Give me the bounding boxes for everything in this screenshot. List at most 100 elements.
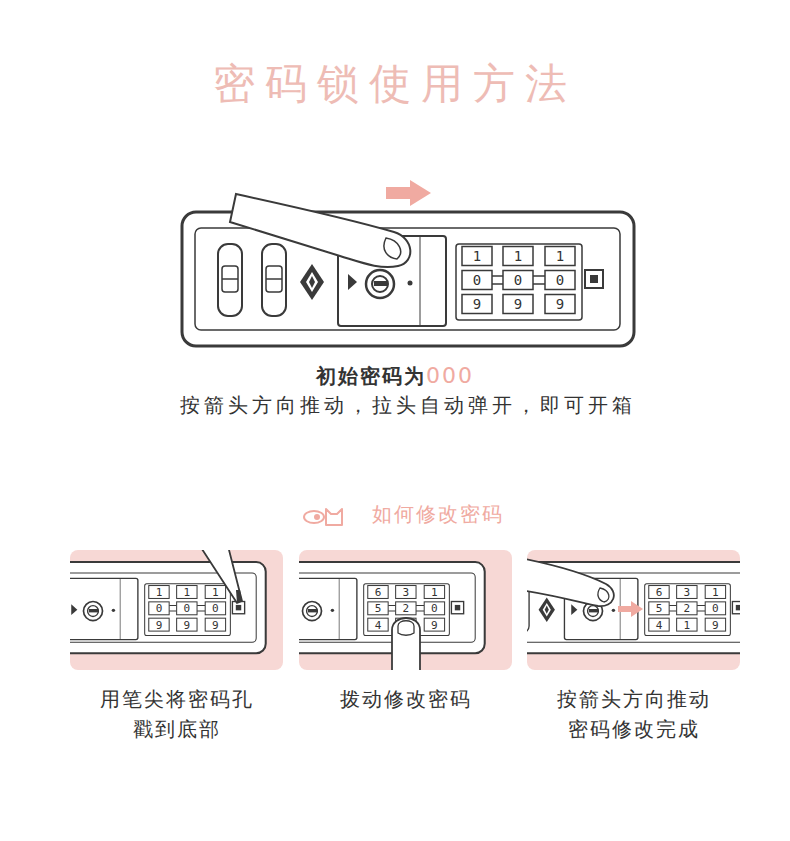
- dial-window: [705, 602, 725, 615]
- push-arrow: [386, 187, 412, 199]
- dial-digit: 1: [514, 249, 522, 263]
- dial-link: [669, 611, 676, 612]
- logo-inner: [543, 603, 551, 617]
- dial-window: [677, 586, 697, 599]
- indicator-dot: [408, 281, 413, 286]
- cat-icon: [326, 509, 342, 525]
- push-arrow-head: [410, 180, 431, 206]
- key-ring: [588, 606, 599, 617]
- dial-window: [396, 602, 416, 615]
- dial-window: [503, 247, 533, 266]
- initial-code-text: 初始密码为: [316, 362, 426, 390]
- dial-digit: 3: [403, 587, 410, 598]
- key-ring: [372, 276, 388, 292]
- dial-digit: 1: [473, 249, 481, 263]
- dial-window: [545, 247, 575, 266]
- dial-link: [492, 275, 503, 277]
- dial-window: [149, 602, 169, 615]
- dial-window: [649, 586, 669, 599]
- dial-window: [545, 271, 575, 290]
- dial-digit: 9: [712, 619, 719, 630]
- dial-window: [177, 586, 197, 599]
- dial-window: [545, 295, 575, 314]
- dial-digit: 6: [375, 587, 382, 598]
- lock-face: [299, 573, 475, 642]
- step-caption: 按箭头方向推动 密码修改完成: [554, 684, 714, 744]
- logo-diamond: [539, 597, 555, 621]
- zipper-pull: [222, 266, 238, 292]
- dial-window: [205, 586, 225, 599]
- dial-window: [396, 586, 416, 599]
- dial-link: [169, 611, 176, 612]
- key-cylinder: [302, 602, 321, 621]
- dial-window: [705, 618, 725, 631]
- indicator-dot: [612, 609, 615, 612]
- dial-link: [416, 605, 424, 606]
- slider-arrow: [571, 604, 577, 615]
- dial-digit: 5: [656, 603, 663, 614]
- dial-digit: 1: [212, 587, 219, 598]
- initial-code-value: 000: [426, 362, 474, 390]
- dial-digit: 4: [656, 619, 663, 630]
- zipper-slot: [262, 244, 286, 316]
- step-panel: 拨动修改密码: [299, 550, 512, 670]
- dial-digit: 1: [431, 587, 438, 598]
- slider-button: [70, 578, 138, 639]
- lock-housing: [182, 212, 634, 346]
- slider-arrow: [71, 604, 77, 615]
- dial-window: [705, 586, 725, 599]
- logo-inner: [306, 272, 318, 292]
- dial-digit: 2: [684, 603, 691, 614]
- reset-button: [732, 602, 740, 614]
- dial-digit: 9: [212, 619, 219, 630]
- dial-frame: [145, 584, 231, 636]
- section-heading: 如何修改密码: [372, 501, 504, 528]
- dial-window: [503, 295, 533, 314]
- dial-window: [462, 247, 492, 266]
- dial-link: [416, 611, 424, 612]
- fingernail: [598, 588, 609, 602]
- dial-digit: 0: [473, 273, 481, 287]
- key-slot: [308, 609, 318, 612]
- dial-digit: 4: [375, 619, 382, 630]
- panel-art: [70, 550, 266, 653]
- dial-window: [462, 271, 492, 290]
- reset-hole: [236, 605, 241, 610]
- dial-window: [677, 602, 697, 615]
- dial-digit: 1: [712, 587, 719, 598]
- dial-digit: 9: [473, 297, 481, 311]
- indicator-dot: [112, 609, 115, 612]
- pen-tip: [236, 590, 242, 603]
- dial-link: [492, 283, 503, 285]
- key-slot: [374, 281, 388, 286]
- eye-pupil: [314, 514, 320, 520]
- dial-window: [368, 586, 388, 599]
- dial-digit: 1: [184, 587, 191, 598]
- reset-hole: [590, 275, 598, 283]
- reset-button: [585, 270, 603, 288]
- dial-window: [677, 618, 697, 631]
- reset-hole: [455, 605, 460, 610]
- dial-digit: 9: [514, 297, 522, 311]
- dial-digit: 0: [431, 603, 438, 614]
- dial-window: [424, 618, 444, 631]
- zipper-pull: [266, 266, 282, 292]
- key-cylinder: [83, 602, 102, 621]
- dial-link: [197, 605, 205, 606]
- dial-digit: 0: [156, 603, 163, 614]
- dial-link: [533, 283, 545, 285]
- push-arrow-head: [631, 601, 643, 617]
- dial-frame: [456, 244, 582, 320]
- panel-art: [299, 562, 485, 670]
- dial-link: [669, 605, 676, 606]
- dial-window: [368, 602, 388, 615]
- logo-core: [545, 606, 549, 614]
- dial-window: [205, 602, 225, 615]
- text-line: 初始密码为000: [0, 362, 790, 392]
- dial-window: [462, 295, 492, 314]
- dial-digit: 5: [375, 603, 382, 614]
- dial-link: [697, 611, 705, 612]
- key-ring: [88, 606, 99, 617]
- panel-art: [527, 558, 740, 653]
